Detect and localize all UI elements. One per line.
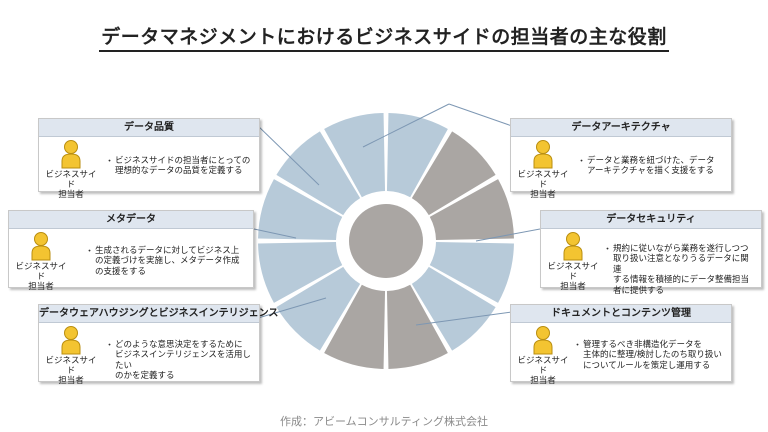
wheel-segment-gray bbox=[324, 284, 386, 369]
wheel-segment-blue bbox=[276, 266, 361, 351]
card-description: ・規約に従いながら業務を遂行しつつ 取り扱い注意となりうるデータに関連 する情報… bbox=[603, 233, 755, 296]
wheel-segment-gray bbox=[429, 179, 514, 241]
business-persona: ビジネスサイド 担当者 bbox=[43, 139, 99, 200]
footer-credit: 作成：アビームコンサルティング株式会社 bbox=[279, 415, 488, 428]
wheel-segment-blue bbox=[258, 179, 343, 241]
wheel-segment-gray bbox=[386, 284, 448, 369]
role-label: ビジネスサイド 担当者 bbox=[547, 262, 599, 292]
bullet-icon: ・ bbox=[577, 157, 587, 167]
role-label: ビジネスサイド 担当者 bbox=[45, 170, 97, 200]
person-icon bbox=[533, 140, 553, 169]
role-label: ビジネスサイド 担当者 bbox=[45, 356, 97, 386]
person-icon bbox=[563, 232, 583, 261]
card-dwh-bi: データウェアハウジングとビジネスインテリジェンス ビジネスサイド 担当者 ・どの… bbox=[38, 304, 278, 386]
person-icon bbox=[31, 232, 51, 261]
connector-data-architecture-b bbox=[448, 103, 513, 127]
card-description: ・管理するべき非構造化データを 主体的に整理/検討したのち取り扱い についてルー… bbox=[573, 329, 725, 371]
card-data-security: データセキュリティ ビジネスサイド 担当者 ・規約に従いながら業務を遂行しつつ … bbox=[540, 210, 762, 296]
bullet-icon: ・ bbox=[603, 245, 613, 255]
card-description: ・生成されるデータに対してビジネス上 の定義づけを実施し、メタデータ作成 の支援… bbox=[85, 235, 247, 277]
bullet-icon: ・ bbox=[105, 157, 115, 167]
business-persona: ビジネスサイド 担当者 bbox=[13, 231, 69, 292]
card-title: ドキュメントとコンテンツ管理 bbox=[511, 305, 731, 323]
connector-lines bbox=[253, 103, 541, 326]
page-title-wrap: データマネジメントにおけるビジネスサイドの担当者の主な役割 bbox=[0, 22, 768, 52]
card-title: データアーキテクチャ bbox=[511, 119, 731, 137]
person-icon bbox=[533, 326, 553, 355]
person-icon bbox=[61, 140, 81, 169]
role-label: ビジネスサイド 担当者 bbox=[15, 262, 67, 292]
connector-dwh-bi bbox=[257, 297, 327, 319]
description-text: データと業務を紐づけた、データ アーキテクチャを描く支援をする bbox=[587, 155, 715, 177]
business-persona: ビジネスサイド 担当者 bbox=[515, 325, 571, 386]
description-text: 規約に従いながら業務を遂行しつつ 取り扱い注意となりうるデータに関連 する情報を… bbox=[613, 243, 750, 296]
role-label: ビジネスサイド 担当者 bbox=[517, 356, 569, 386]
wheel-segment-blue bbox=[386, 113, 448, 198]
card-title: データセキュリティ bbox=[541, 211, 761, 229]
wheel-segment-gray bbox=[411, 131, 496, 216]
connector-document-content bbox=[415, 311, 513, 326]
card-title: データ品質 bbox=[39, 119, 259, 137]
wheel-hub bbox=[349, 204, 423, 278]
card-description: ・データと業務を紐づけた、データ アーキテクチャを描く支援をする bbox=[577, 145, 725, 177]
description-text: 生成されるデータに対してビジネス上 の定義づけを実施し、メタデータ作成 の支援を… bbox=[95, 245, 240, 277]
connector-metadata bbox=[253, 228, 297, 239]
bullet-icon: ・ bbox=[105, 341, 115, 351]
wheel-segment-blue bbox=[324, 113, 386, 198]
wheel-segments bbox=[258, 113, 514, 369]
card-document-content: ドキュメントとコンテンツ管理 ビジネスサイド 担当者 ・管理するべき非構造化デー… bbox=[510, 304, 732, 386]
card-description: ・ビジネスサイドの担当者にとっての 理想的なデータの品質を定義する bbox=[105, 145, 253, 177]
wheel-segment-blue bbox=[258, 241, 343, 303]
connector-data-security bbox=[475, 228, 541, 242]
card-data-quality: データ品質 ビジネスサイド 担当者 ・ビジネスサイドの担当者にとっての 理想的な… bbox=[38, 118, 260, 200]
card-data-architecture: データアーキテクチャ ビジネスサイド 担当者 ・データと業務を紐づけた、データ … bbox=[510, 118, 732, 200]
card-metadata: メタデータ ビジネスサイド 担当者 ・生成されるデータに対してビジネス上 の定義… bbox=[8, 210, 254, 292]
role-label: ビジネスサイド 担当者 bbox=[517, 170, 569, 200]
bullet-icon: ・ bbox=[85, 247, 95, 257]
card-title: メタデータ bbox=[9, 211, 253, 229]
person-icon bbox=[61, 326, 81, 355]
page-title: データマネジメントにおけるビジネスサイドの担当者の主な役割 bbox=[99, 22, 669, 52]
connector-data-architecture-a bbox=[362, 103, 450, 148]
connector-data-quality bbox=[255, 123, 320, 186]
card-title: データウェアハウジングとビジネスインテリジェンス bbox=[39, 305, 278, 323]
bullet-icon: ・ bbox=[573, 341, 583, 351]
business-persona: ビジネスサイド 担当者 bbox=[43, 325, 99, 386]
wheel-segment-blue bbox=[429, 241, 514, 303]
wheel-segment-blue bbox=[411, 266, 496, 351]
card-description: ・どのような意思決定をするために ビジネスインテリジェンスを活用したい のかを定… bbox=[105, 329, 253, 382]
business-persona: ビジネスサイド 担当者 bbox=[515, 139, 571, 200]
description-text: どのような意思決定をするために ビジネスインテリジェンスを活用したい のかを定義… bbox=[115, 339, 251, 382]
wheel-segment-blue bbox=[276, 131, 361, 216]
description-text: 管理するべき非構造化データを 主体的に整理/検討したのち取り扱い についてルール… bbox=[583, 339, 722, 371]
description-text: ビジネスサイドの担当者にとっての 理想的なデータの品質を定義する bbox=[115, 155, 251, 177]
business-persona: ビジネスサイド 担当者 bbox=[545, 231, 601, 292]
